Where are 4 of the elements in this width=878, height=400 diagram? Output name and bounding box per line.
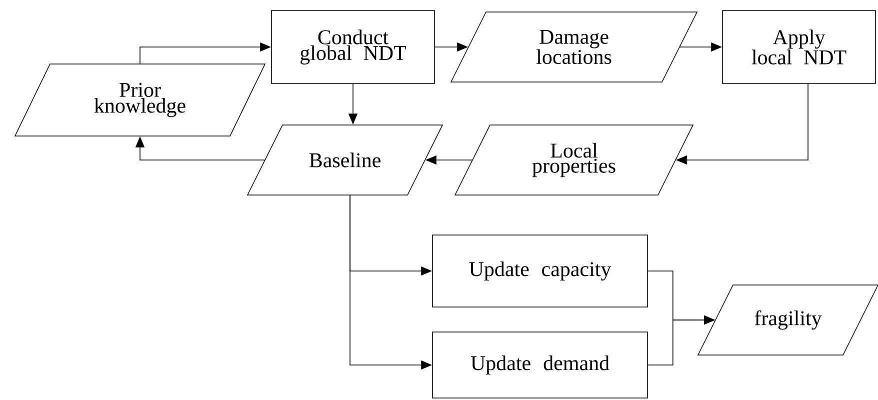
process-box: Update capacity xyxy=(432,234,648,308)
process-box: Update demand xyxy=(432,332,648,398)
process-box: Conduct global NDT xyxy=(271,10,435,84)
process-box: Apply local NDT xyxy=(722,10,876,84)
